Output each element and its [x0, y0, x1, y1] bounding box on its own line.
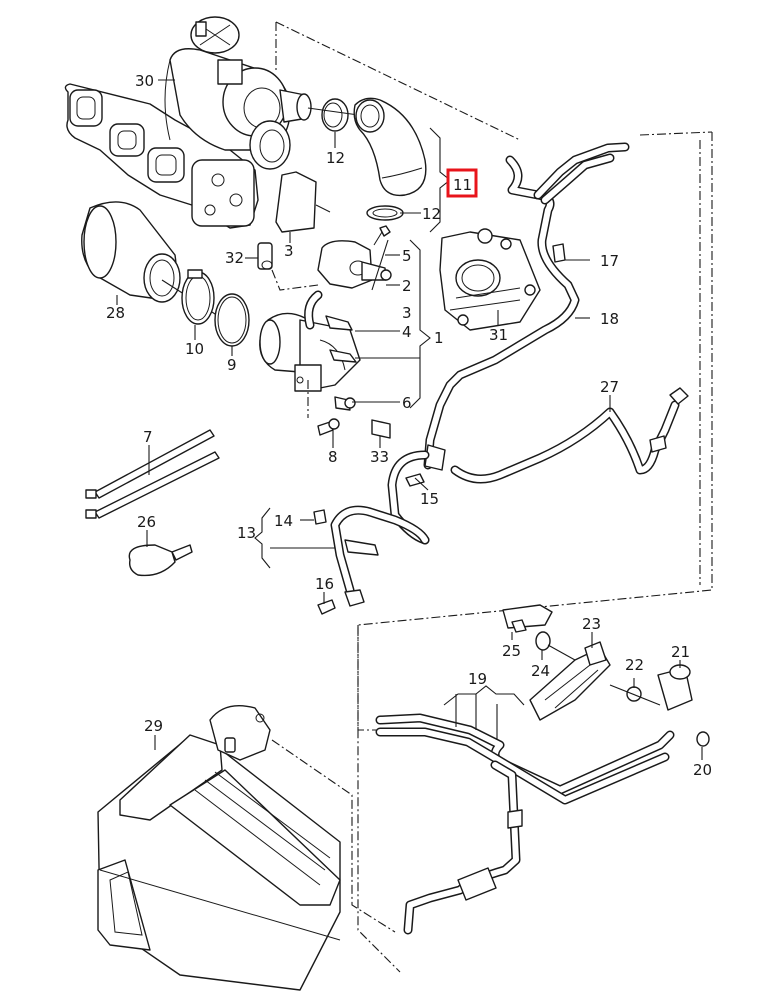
solenoid-bracket-parts [502, 604, 710, 747]
heat-shield-part [275, 171, 331, 233]
callout-4[interactable]: 4 [402, 323, 412, 341]
callout-19[interactable]: 19 [468, 670, 487, 688]
callout-29[interactable]: 29 [144, 717, 163, 735]
air-filter-box-part [97, 705, 341, 991]
callout-16[interactable]: 16 [315, 575, 334, 593]
vacuum-connector-part [257, 242, 319, 291]
callout-12-upper[interactable]: 12 [326, 149, 345, 167]
callout-22[interactable]: 22 [625, 656, 644, 674]
callout-28[interactable]: 28 [106, 304, 125, 322]
callout-labels: 30 12 11 12 3 32 5 2 3 4 1 6 28 10 9 8 3… [106, 72, 712, 779]
vacuum-lines [423, 142, 630, 470]
callout-24[interactable]: 24 [531, 662, 550, 680]
callout-21[interactable]: 21 [671, 643, 690, 661]
pressure-sensor-line [450, 387, 689, 484]
callout-27[interactable]: 27 [600, 378, 619, 396]
callout-12-lower[interactable]: 12 [422, 205, 441, 223]
callout-10[interactable]: 10 [185, 340, 204, 358]
callout-15[interactable]: 15 [420, 490, 439, 508]
catalytic-converter-part [81, 201, 241, 331]
callout-3-upper[interactable]: 3 [284, 242, 294, 260]
charge-air-hose-part [353, 97, 427, 197]
callout-25[interactable]: 25 [502, 642, 521, 660]
highlight-box [446, 168, 478, 198]
callout-18[interactable]: 18 [600, 310, 619, 328]
screw-parts [307, 380, 391, 439]
band-clamp-part [181, 269, 215, 325]
pipe-assembly [313, 444, 446, 615]
callout-14[interactable]: 14 [274, 512, 293, 530]
leader-lines [116, 79, 703, 760]
callout-13[interactable]: 13 [237, 524, 256, 542]
callout-17[interactable]: 17 [600, 252, 619, 270]
callout-31[interactable]: 31 [489, 326, 508, 344]
callout-7[interactable]: 7 [143, 428, 153, 446]
callout-6[interactable]: 6 [402, 394, 412, 412]
assembly-boundaries [271, 21, 713, 973]
callout-1[interactable]: 1 [434, 329, 444, 347]
callout-5[interactable]: 5 [402, 247, 412, 265]
intake-manifold-part [439, 228, 541, 331]
callout-23[interactable]: 23 [582, 615, 601, 633]
callout-20[interactable]: 20 [693, 761, 712, 779]
callout-30[interactable]: 30 [135, 72, 154, 90]
lower-vacuum-lines [375, 713, 675, 935]
turbocharger-part [64, 16, 312, 229]
callout-2[interactable]: 2 [402, 277, 412, 295]
callout-3-lower[interactable]: 3 [402, 304, 412, 322]
callout-8[interactable]: 8 [328, 448, 338, 466]
callout-32[interactable]: 32 [225, 249, 244, 267]
callout-11[interactable]: 11 [453, 176, 472, 194]
hose-clamp-lower-part [366, 205, 404, 221]
callout-26[interactable]: 26 [137, 513, 156, 531]
callout-33[interactable]: 33 [370, 448, 389, 466]
cable-tie-parts [85, 429, 220, 577]
egr-valve-part [259, 225, 392, 392]
callout-9[interactable]: 9 [227, 356, 237, 374]
gasket-ring-part [214, 293, 250, 347]
